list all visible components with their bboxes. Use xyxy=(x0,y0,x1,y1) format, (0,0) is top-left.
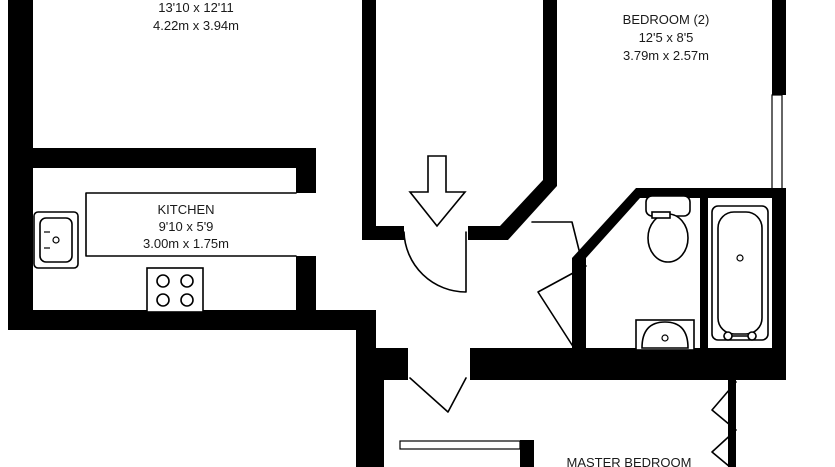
master-door xyxy=(409,377,467,413)
hall-door xyxy=(537,265,587,349)
kitchen-title: KITCHEN xyxy=(157,202,214,217)
bedroom2-dims-imperial: 12'5 x 8'5 xyxy=(639,30,694,45)
doors xyxy=(403,221,737,467)
sink-icon xyxy=(33,211,79,269)
wardrobe-door xyxy=(711,381,737,467)
toilet-icon xyxy=(645,195,691,263)
bathtub-icon xyxy=(711,205,769,341)
windows xyxy=(399,94,783,450)
master-bedroom-title: MASTER BEDROOM xyxy=(567,455,692,467)
hall-door-upper xyxy=(531,221,583,263)
walls xyxy=(8,0,786,467)
basin-icon xyxy=(635,319,695,351)
bedroom2-title: BEDROOM (2) xyxy=(623,12,710,27)
top-room-dims-metric: 4.22m x 3.94m xyxy=(153,18,239,33)
top-room-dims-imperial: 13'10 x 12'11 xyxy=(158,0,234,15)
bedroom2-dims-metric: 3.79m x 2.57m xyxy=(623,48,709,63)
kitchen-worktop xyxy=(85,192,297,257)
cupboard-door xyxy=(403,231,467,293)
hob-icon xyxy=(146,267,204,313)
kitchen-dims-imperial: 9'10 x 5'9 xyxy=(159,219,214,234)
kitchen-dims-metric: 3.00m x 1.75m xyxy=(143,236,229,251)
entrance-arrow-icon xyxy=(408,155,467,228)
